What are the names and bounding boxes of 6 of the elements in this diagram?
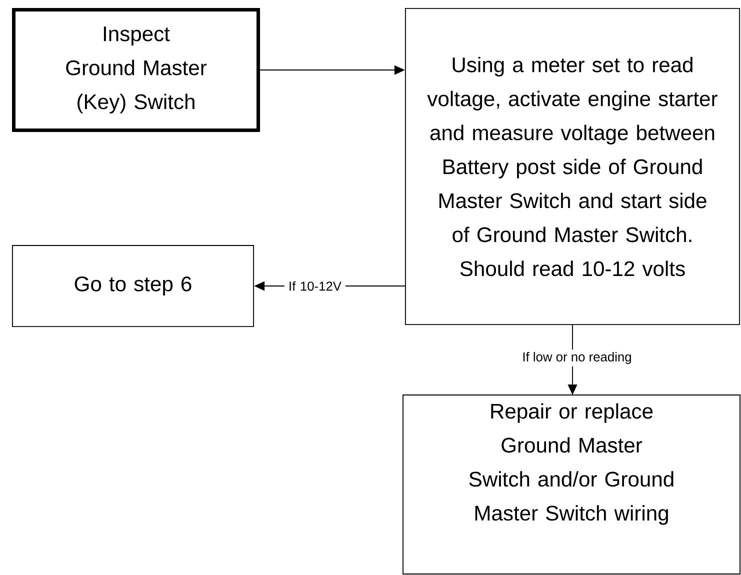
process-box: Using a meter set to read voltage, activate engine starter and measure voltage between Battery post side of Ground Master Switch and start side of Ground Master Switch. Should read 10-12 volts [405,8,740,326]
edge-label: If low or no reading [520,350,634,366]
process-box: Repair or replace Ground Master Switch and/or Ground Master Switch wiring [402,394,740,574]
edge-label: If 10-12V [284,278,346,294]
process-box: Go to step 6 [12,245,254,327]
process-box: Inspect Ground Master (Key) Switch [12,8,260,132]
